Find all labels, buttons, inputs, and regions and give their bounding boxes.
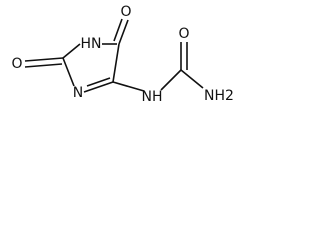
- bond-c4-nh: [112, 81, 145, 92]
- carbonyl-bonds: [24, 18, 129, 68]
- atom-ring-nh: HN: [81, 36, 102, 52]
- bond-c-nh2: [180, 69, 204, 89]
- atom-o-urea: O: [178, 26, 189, 42]
- bond-n-c4: [83, 81, 114, 93]
- bond-n-c4-double: [86, 77, 111, 87]
- bond-c2-o-left: [24, 57, 64, 62]
- atom-ring-n: N: [73, 85, 83, 101]
- atom-nh2: NH2: [204, 88, 234, 104]
- bond-nh-c2: [62, 43, 81, 59]
- bond-c5-o-top: [118, 19, 129, 45]
- chemical-structure-diagram: HN N O O NH O NH2: [11, 4, 233, 105]
- bond-c2-o-left-double: [24, 63, 63, 68]
- atom-labels: HN N O O NH O NH2: [11, 4, 233, 105]
- bond-c5-o-top-double: [113, 18, 123, 42]
- bond-c2-n: [62, 57, 75, 87]
- ring-bonds: [62, 43, 120, 93]
- structure-canvas: HN N O O NH O NH2: [0, 0, 238, 116]
- urea-bonds: [112, 42, 204, 92]
- bond-c4-c5: [112, 43, 120, 83]
- atom-o-top: O: [120, 4, 131, 20]
- atom-o-left: O: [11, 56, 22, 72]
- atom-nh-link: NH: [142, 89, 163, 105]
- bond-nh-c: [160, 69, 182, 91]
